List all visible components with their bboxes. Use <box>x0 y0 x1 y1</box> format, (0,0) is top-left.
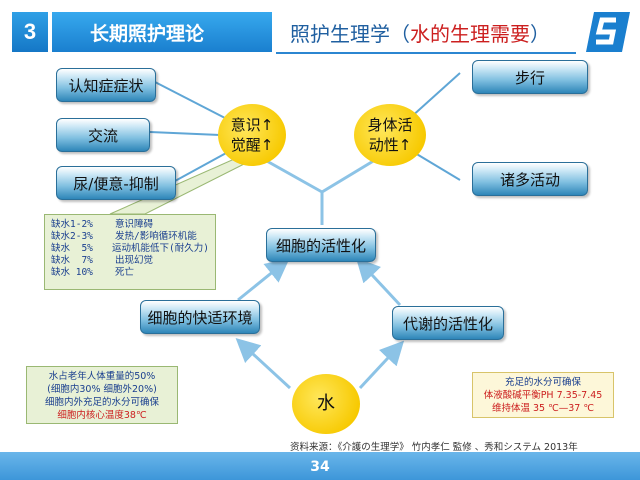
section-title: 长期照护理论 <box>52 12 272 52</box>
water-weight-box: 水占老年人体重量的50% (细胞内30% 细胞外20%) 细胞内外充足的水分可确… <box>26 366 178 424</box>
dehydration-effect: 意识障碍 <box>115 219 154 230</box>
water-benefit-title: 充足的水分可确保 <box>504 377 581 388</box>
page-subtitle: 照护生理学（水的生理需要） <box>290 18 550 47</box>
various-activities-box: 诸多活动 <box>472 162 588 196</box>
ph-balance-line: 体液酸碱平衡PH 7.35-7.45 <box>483 390 603 401</box>
company-logo-icon <box>586 12 630 52</box>
core-temperature-line: 细胞内核心温度38℃ <box>57 410 147 421</box>
water-weight-line: 水占老年人体重量的50% <box>48 371 156 382</box>
awareness-circle: 意识↑ 觉醒↑ <box>218 104 286 166</box>
communication-box: 交流 <box>56 118 150 152</box>
page-number: 34 <box>310 459 330 475</box>
dehydration-effect: 出现幻觉 <box>115 255 154 266</box>
dehydration-effect: 运动机能低下(耐久力) <box>112 243 209 254</box>
subtitle-suffix: ） <box>530 22 550 46</box>
dehydration-level: 缺水 7% <box>51 255 93 266</box>
activity-line-2: 动性↑ <box>368 136 412 154</box>
awareness-line-1: 意识↑ <box>230 116 274 134</box>
metabolism-activation-box: 代谢的活性化 <box>392 306 504 340</box>
dehydration-level: 缺水 10% <box>51 267 93 278</box>
dehydration-level: 缺水2-3% <box>51 231 93 242</box>
body-temperature-line: 维持体温 35 ℃—37 ℃ <box>491 403 595 414</box>
dehydration-effect: 发热/影响循环机能 <box>115 231 197 242</box>
dehydration-row: 缺水 7% 出现幻觉 <box>51 255 209 267</box>
dehydration-effects-box: 缺水1-2% 意识障碍 缺水2-3% 发热/影响循环机能 缺水 5% 运动机能低下(耐… <box>44 214 216 290</box>
subtitle-prefix: 照护生理学（ <box>290 22 410 46</box>
water-weight-line: 细胞内外充足的水分可确保 <box>44 397 159 408</box>
water-weight-line: (细胞内30% 细胞外20%) <box>47 384 157 395</box>
urination-control-box: 尿/便意-抑制 <box>56 166 176 200</box>
walking-box: 步行 <box>472 60 588 94</box>
section-number: 3 <box>12 12 48 52</box>
dehydration-level: 缺水 5% <box>51 243 93 254</box>
cell-activation-box: 细胞的活性化 <box>266 228 376 262</box>
dehydration-level: 缺水1-2% <box>51 219 93 230</box>
cell-environment-box: 细胞的快适环境 <box>140 300 260 334</box>
dehydration-effect: 死亡 <box>115 267 135 278</box>
activity-circle: 身体活 动性↑ <box>354 104 426 166</box>
header-underline <box>276 52 576 54</box>
dehydration-row: 缺水1-2% 意识障碍 <box>51 219 209 231</box>
awareness-line-2: 觉醒↑ <box>230 136 274 154</box>
water-circle: 水 <box>292 374 360 434</box>
dehydration-row: 缺水 5% 运动机能低下(耐久力) <box>51 243 209 255</box>
source-citation: 资料来源：《介護の生理学》 竹内孝仁 監修 、秀和システム 2013年 <box>290 442 578 453</box>
water-benefit-box: 充足的水分可确保 体液酸碱平衡PH 7.35-7.45 维持体温 35 ℃—37… <box>472 372 614 418</box>
footer-bar <box>0 452 640 480</box>
cognitive-symptoms-box: 认知症症状 <box>56 68 156 102</box>
subtitle-highlight: 水的生理需要 <box>410 22 530 46</box>
dehydration-row: 缺水2-3% 发热/影响循环机能 <box>51 231 209 243</box>
activity-line-1: 身体活 <box>367 116 413 134</box>
dehydration-row: 缺水 10% 死亡 <box>51 267 209 279</box>
